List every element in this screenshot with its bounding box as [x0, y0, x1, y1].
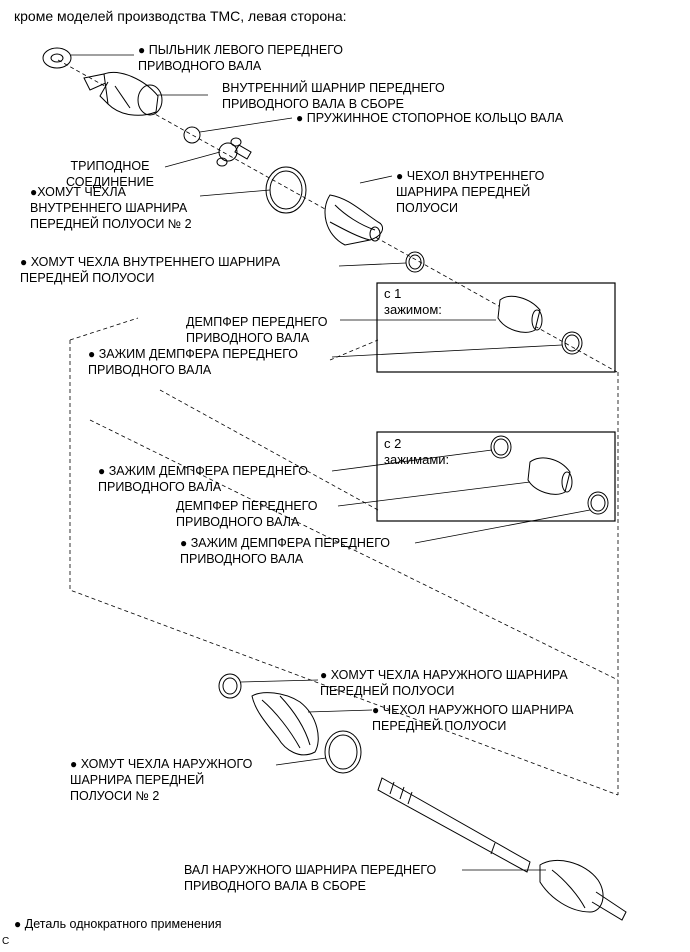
outboard-clamp-part	[218, 673, 242, 699]
label-damper-clip-2a: ● ЗАЖИМ ДЕМПФЕРА ПЕРЕДНЕГО ПРИВОДНОГО ВА…	[98, 464, 309, 494]
inboard-clamp-part	[405, 251, 425, 273]
label-inboard-joint: ВНУТРЕННИЙ ШАРНИР ПЕРЕДНЕГО ПРИВОДНОГО В…	[222, 81, 445, 111]
label-damper-1: ДЕМПФЕР ПЕРЕДНЕГО ПРИВОДНОГО ВАЛА	[186, 315, 328, 345]
figure-code: C	[2, 936, 10, 947]
label-snap-ring: ● ПРУЖИННОЕ СТОПОРНОЕ КОЛЬЦО ВАЛА	[296, 111, 564, 125]
single-use-bullet-icon: ●	[20, 255, 28, 269]
single-use-bullet-icon: ●	[14, 917, 22, 931]
outboard-shaft-part	[377, 777, 627, 921]
label-damper-2: ДЕМПФЕР ПЕРЕДНЕГО ПРИВОДНОГО ВАЛА	[176, 499, 318, 529]
single-use-bullet-icon: ●	[396, 169, 404, 183]
inboard-boot-part	[324, 194, 383, 246]
label-outboard-clamp: ● ХОМУТ ЧЕХЛА НАРУЖНОГО ШАРНИРА ПЕРЕДНЕЙ…	[320, 668, 568, 698]
label-damper-clip-2b: ● ЗАЖИМ ДЕМПФЕРА ПЕРЕДНЕГО ПРИВОДНОГО ВА…	[180, 536, 391, 566]
label-inboard-clamp-2: ●ХОМУТ ЧЕХЛА ВНУТРЕННЕГО ШАРНИРА ПЕРЕДНЕ…	[30, 185, 192, 231]
box-two-clips-title: с 2 зажимами:	[384, 436, 450, 467]
label-tripod: ТРИПОДНОЕ СОЕДИНЕНИЕ	[66, 159, 154, 189]
single-use-bullet-icon: ●	[30, 185, 38, 199]
single-use-bullet-icon: ●	[372, 703, 380, 717]
label-inboard-boot: ● ЧЕХОЛ ВНУТРЕННЕГО ШАРНИРА ПЕРЕДНЕЙ ПОЛ…	[396, 169, 545, 215]
tripod-part	[216, 137, 252, 167]
outboard-clamp-2-part	[324, 730, 362, 774]
damper-clip-one-part	[561, 331, 583, 355]
dust-seal-part	[42, 47, 72, 69]
damper-two-clips-part	[527, 457, 573, 495]
box-one-clip	[376, 282, 616, 373]
label-outboard-boot: ● ЧЕХОЛ НАРУЖНОГО ШАРНИРА ПЕРЕДНЕЙ ПОЛУО…	[372, 703, 574, 733]
box-two-clips	[376, 431, 616, 522]
label-inboard-clamp: ● ХОМУТ ЧЕХЛА ВНУТРЕННЕГО ШАРНИРА ПЕРЕДН…	[20, 255, 281, 285]
damper-one-clip-part	[497, 295, 543, 333]
single-use-bullet-icon: ●	[70, 757, 78, 771]
inboard-joint-part	[83, 72, 163, 116]
label-outboard-shaft: ВАЛ НАРУЖНОГО ШАРНИРА ПЕРЕДНЕГО ПРИВОДНО…	[184, 863, 437, 893]
label-dust-seal: ● ПЫЛЬНИК ЛЕВОГО ПЕРЕДНЕГО ПРИВОДНОГО ВА…	[138, 43, 344, 73]
page-title: кроме моделей производства TMC, левая ст…	[14, 8, 347, 24]
damper-clip-2a-part	[490, 435, 512, 459]
box-one-clip-title: с 1 зажимом:	[384, 286, 442, 317]
single-use-bullet-icon: ●	[320, 668, 328, 682]
damper-clip-2b-part	[587, 491, 609, 515]
inboard-clamp-2-part	[265, 166, 307, 214]
legend-single-use: ● Деталь однократного применения	[14, 917, 222, 931]
snap-ring-part	[183, 126, 201, 144]
single-use-bullet-icon: ●	[296, 111, 304, 125]
label-damper-clip-1: ● ЗАЖИМ ДЕМПФЕРА ПЕРЕДНЕГО ПРИВОДНОГО ВА…	[88, 347, 299, 377]
single-use-bullet-icon: ●	[180, 536, 188, 550]
single-use-bullet-icon: ●	[88, 347, 96, 361]
single-use-bullet-icon: ●	[98, 464, 106, 478]
shaft-axis-left	[69, 340, 619, 796]
leader-lines	[71, 54, 591, 871]
single-use-bullet-icon: ●	[138, 43, 146, 57]
label-outboard-clamp-2: ● ХОМУТ ЧЕХЛА НАРУЖНОГО ШАРНИРА ПЕРЕДНЕЙ…	[70, 757, 253, 803]
outboard-boot-part	[251, 692, 319, 756]
